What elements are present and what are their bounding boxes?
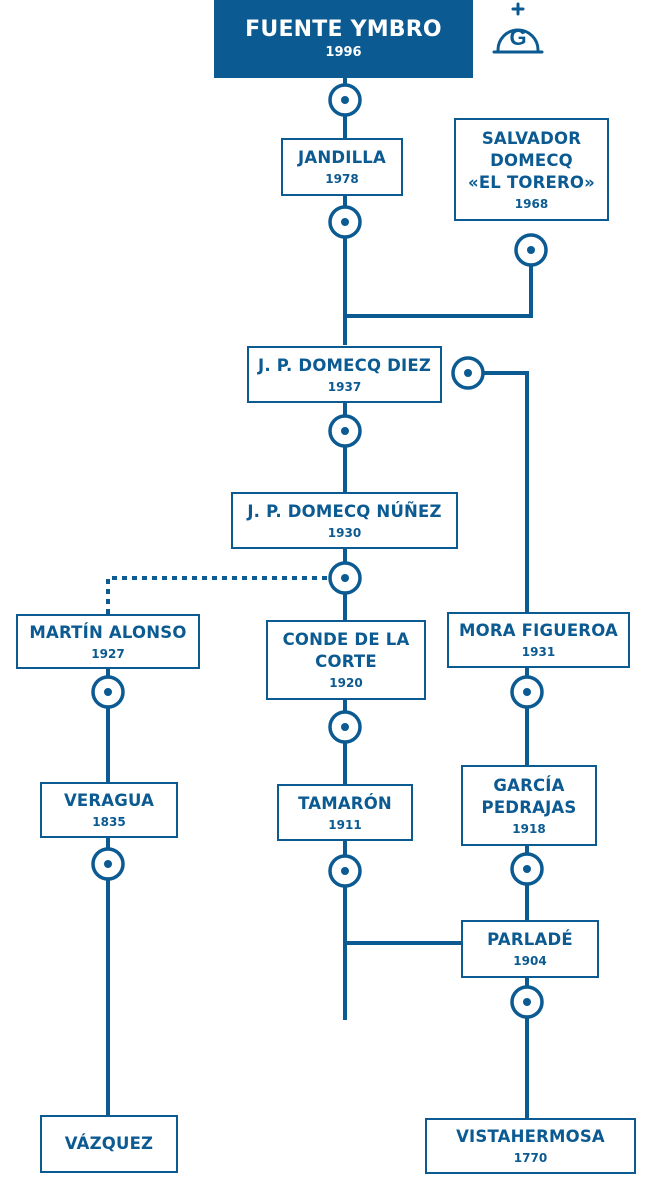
node-name: CONDE DE LA CORTE xyxy=(282,630,410,671)
node-name: SALVADOR DOMECQ «EL TORERO» xyxy=(467,128,596,192)
node-mora-figueroa: MORA FIGUEROA 1931 xyxy=(447,612,630,668)
node-fuente-ymbro: FUENTE YMBRO 1996 xyxy=(214,0,473,78)
node-year: 1770 xyxy=(513,1151,548,1165)
node-name: VISTAHERMOSA xyxy=(456,1127,605,1146)
node-marker-dot-conde-de-la-corte xyxy=(341,723,349,731)
node-name: FUENTE YMBRO xyxy=(245,17,442,42)
node-marker-dot-garcia-pedrajas xyxy=(523,865,531,873)
node-martin-alonso: MARTÍN ALONSO 1927 xyxy=(16,614,200,669)
svg-text:G: G xyxy=(509,25,526,50)
node-name: MORA FIGUEROA xyxy=(459,621,618,640)
node-name: PARLADÉ xyxy=(487,930,573,949)
node-name: TAMARÓN xyxy=(298,793,392,813)
node-year: 1996 xyxy=(325,45,362,60)
node-jp-domecq-diez: J. P. DOMECQ DIEZ 1937 xyxy=(247,346,442,403)
node-name: JANDILLA xyxy=(298,148,386,167)
node-marker-dot-veragua xyxy=(104,860,112,868)
node-marker-dot-parlade xyxy=(523,998,531,1006)
dotted-line-martin-alonso-to-jp-domecq-nunez xyxy=(106,576,332,614)
node-year: 1978 xyxy=(325,172,359,186)
node-marker-dot-jp-domecq-diez-branch xyxy=(464,369,472,377)
node-year: 1968 xyxy=(514,196,549,211)
node-veragua: VERAGUA 1835 xyxy=(40,782,178,838)
node-name: MARTÍN ALONSO xyxy=(29,622,187,642)
node-vazquez: VÁZQUEZ xyxy=(40,1115,178,1173)
node-vistahermosa: VISTAHERMOSA 1770 xyxy=(425,1118,636,1174)
node-marker-dot-jp-domecq-nunez xyxy=(341,574,349,582)
node-salvador-domecq: SALVADOR DOMECQ «EL TORERO» 1968 xyxy=(454,118,609,221)
cross-crowned-g-logo-icon: G xyxy=(492,2,544,54)
node-jp-domecq-nunez: J. P. DOMECQ NÚÑEZ 1930 xyxy=(231,492,458,549)
node-year: 1927 xyxy=(91,646,125,661)
node-garcia-pedrajas: GARCÍA PEDRAJAS 1918 xyxy=(461,765,597,846)
node-year: 1904 xyxy=(513,954,547,968)
node-marker-dot-fuente-ymbro xyxy=(341,96,349,104)
node-year: 1937 xyxy=(327,379,362,394)
node-name: VERAGUA xyxy=(63,791,155,810)
node-parlade: PARLADÉ 1904 xyxy=(461,920,599,978)
node-marker-dot-mora-figueroa xyxy=(523,688,531,696)
node-marker-dot-salvador-domecq xyxy=(527,246,535,254)
line-jp-domecq-diez-to-mora-figueroa xyxy=(469,371,529,620)
node-tamaron: TAMARÓN 1911 xyxy=(277,784,413,841)
node-name: J. P. DOMECQ DIEZ xyxy=(258,355,431,375)
node-year: 1911 xyxy=(328,817,362,832)
node-jandilla: JANDILLA 1978 xyxy=(281,138,403,196)
node-year: 1920 xyxy=(329,676,363,690)
node-marker-dot-jp-domecq-diez xyxy=(341,427,349,435)
node-year: 1930 xyxy=(327,525,362,540)
node-name: GARCÍA PEDRAJAS xyxy=(481,775,577,817)
node-name: VÁZQUEZ xyxy=(64,1134,154,1153)
node-marker-dot-tamaron xyxy=(341,867,349,875)
node-year: 1835 xyxy=(92,815,126,829)
line-salvador-domecq-join xyxy=(345,248,533,318)
node-marker-dot-jandilla xyxy=(341,218,349,226)
node-marker-dot-martin-alonso xyxy=(104,688,112,696)
node-year: 1931 xyxy=(521,645,556,659)
node-conde-de-la-corte: CONDE DE LA CORTE 1920 xyxy=(266,620,426,700)
node-year: 1918 xyxy=(512,821,546,836)
node-name: J. P. DOMECQ NÚÑEZ xyxy=(247,501,442,521)
